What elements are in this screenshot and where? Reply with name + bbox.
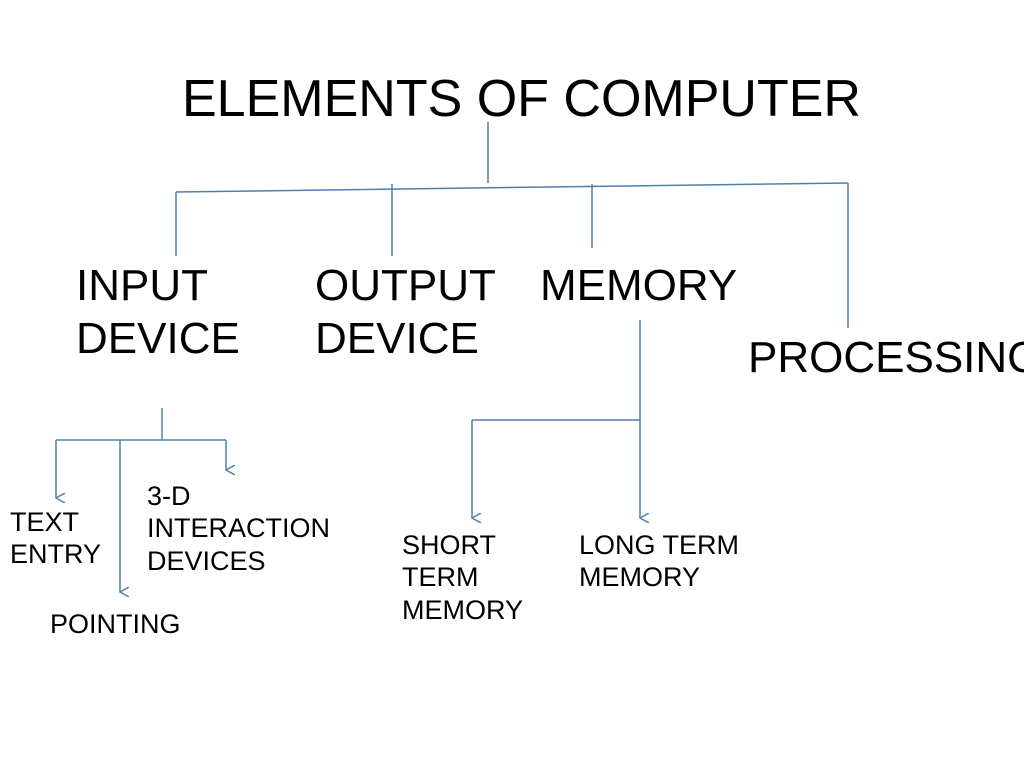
node-output-device-line-2: DEVICE	[315, 313, 479, 363]
node-3d-interaction-devices: 3-D INTERACTION DEVICES	[147, 480, 330, 577]
node-input-device-line-2: DEVICE	[76, 313, 240, 363]
node-short-term-line-3: MEMORY	[402, 594, 524, 625]
node-3d-interaction-line-2: INTERACTION	[147, 513, 331, 544]
node-short-term-line-1: SHORT	[402, 530, 497, 560]
node-memory-line-1: MEMORY	[540, 261, 738, 310]
node-processing: PROCESSING	[748, 332, 1024, 385]
node-short-term-line-2: TERM	[402, 562, 479, 593]
node-memory: MEMORY	[540, 260, 737, 313]
node-text-entry: TEXT ENTRY	[10, 506, 101, 571]
node-text-entry-line-2: ENTRY	[10, 539, 102, 570]
node-processing-line-1: PROCESSING	[748, 333, 1024, 382]
node-short-term-memory: SHORT TERM MEMORY	[402, 529, 523, 626]
node-long-term-memory: LONG TERM MEMORY	[579, 529, 739, 594]
edge-level1-bus	[175, 182, 849, 193]
node-output-device: OUTPUT DEVICE	[315, 260, 496, 366]
node-text-entry-line-1: TEXT	[10, 507, 80, 537]
diagram-title: ELEMENTS OF COMPUTER	[182, 70, 861, 128]
node-pointing-line-1: POINTING	[50, 609, 181, 639]
node-3d-interaction-line-3: DEVICES	[147, 545, 266, 576]
node-long-term-line-2: MEMORY	[579, 562, 701, 593]
node-long-term-line-1: LONG TERM	[579, 530, 740, 560]
node-pointing: POINTING	[50, 608, 181, 640]
node-output-device-line-1: OUTPUT	[315, 261, 496, 310]
node-input-device: INPUT DEVICE	[76, 260, 240, 366]
node-3d-interaction-line-1: 3-D	[147, 481, 191, 511]
node-input-device-line-1: INPUT	[76, 261, 208, 310]
